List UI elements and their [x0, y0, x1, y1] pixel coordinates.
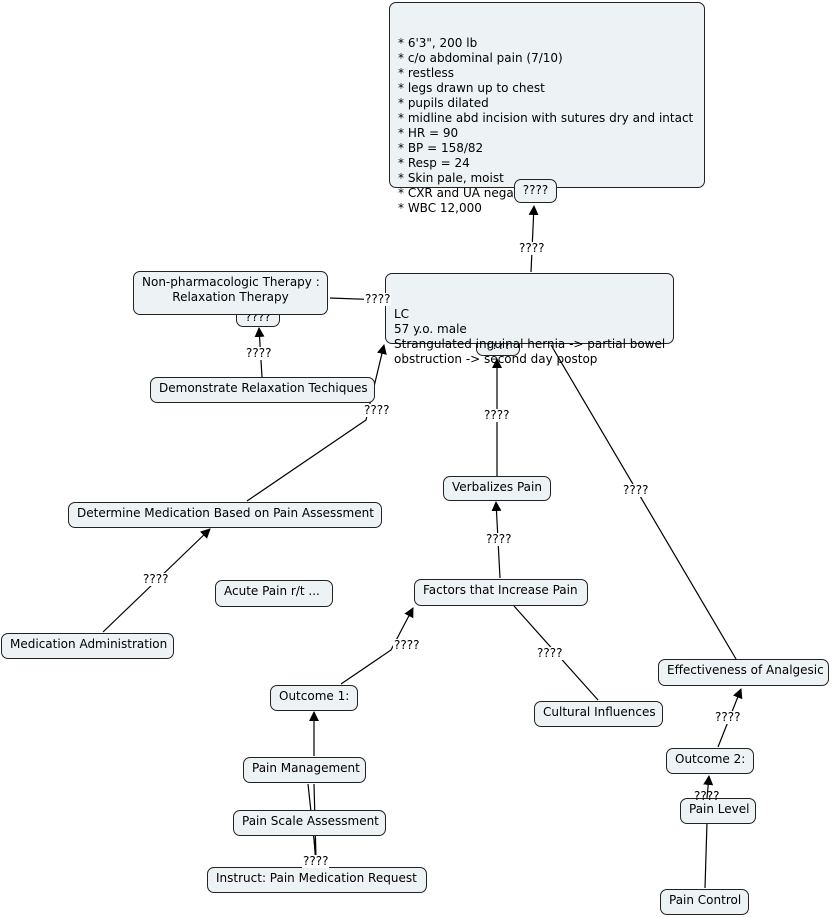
- verbalizes-pain-node[interactable]: Verbalizes Pain: [443, 476, 551, 501]
- assessment-line: * Skin pale, moist: [398, 171, 504, 185]
- link-painlevel-outcome2: [703, 775, 714, 799]
- pain-scale-node[interactable]: Pain Scale Assessment: [233, 810, 386, 836]
- outcome-1-node[interactable]: Outcome 1:: [270, 685, 358, 711]
- link-label-demonstrate-nonpharm: ????: [245, 346, 273, 360]
- link-label-effectiveness-patient: ????: [622, 483, 650, 497]
- outcome-2-node[interactable]: Outcome 2:: [666, 748, 754, 774]
- assessment-node[interactable]: * 6'3", 200 lb* c/o abdominal pain (7/10…: [389, 2, 705, 215]
- pain-management-node[interactable]: Pain Management: [243, 757, 366, 783]
- link-label-patient-assessment: ????: [518, 241, 546, 255]
- link-label-verbalizes-patient: ????: [483, 408, 511, 422]
- acute-pain-node[interactable]: Acute Pain r/t ...: [215, 580, 333, 607]
- assessment-tab[interactable]: ????: [514, 179, 557, 203]
- assessment-line: * 6'3", 200 lb: [398, 36, 478, 50]
- link-label-painlevel-outcome2: ????: [694, 789, 720, 803]
- effectiveness-node[interactable]: Effectiveness of Analgesic: [658, 659, 829, 686]
- link-label-factors-cultural: ????: [536, 646, 564, 660]
- link-effectiveness-patient: [550, 344, 737, 660]
- link-label-instruct: ????: [302, 854, 330, 868]
- assessment-line: * HR = 90: [398, 126, 459, 140]
- patient-line: LC: [394, 307, 410, 321]
- pain-level-node[interactable]: Pain Level: [680, 798, 756, 824]
- patient-line: Strangulated inguinal hernia -> partial …: [394, 337, 666, 351]
- factors-node[interactable]: Factors that Increase Pain: [414, 579, 588, 606]
- assessment-line: * pupils dilated: [398, 96, 489, 110]
- link-label-outcome2-effectiveness: ????: [714, 710, 742, 724]
- link-paincontrol-painlevel: [704, 821, 708, 889]
- link-label-outcome1-factors: ????: [393, 638, 421, 652]
- patient-line: obstruction -> second day postop: [394, 352, 598, 366]
- pain-control-node[interactable]: Pain Control: [660, 889, 749, 915]
- cultural-influences-node[interactable]: Cultural Influences: [534, 701, 663, 727]
- instruct-node[interactable]: Instruct: Pain Medication Request: [207, 867, 427, 893]
- link-label-nonpharm-patient: ????: [364, 292, 392, 306]
- assessment-line: * midline abd incision with sutures dry …: [398, 111, 694, 125]
- assessment-line: * legs drawn up to chest: [398, 81, 545, 95]
- nonpharm-node[interactable]: Non-pharmacologic Therapy : Relaxation T…: [133, 271, 328, 315]
- link-label-factors-verbalizes: ????: [485, 532, 513, 546]
- assessment-lines: * 6'3", 200 lb* c/o abdominal pain (7/10…: [398, 36, 696, 216]
- assessment-line: * WBC 12,000: [398, 201, 482, 215]
- assessment-line: * restless: [398, 66, 455, 80]
- link-determine-patient: [246, 344, 387, 502]
- determine-medication-node[interactable]: Determine Medication Based on Pain Asses…: [68, 502, 382, 528]
- assessment-line: * Resp = 24: [398, 156, 470, 170]
- assessment-line: * BP = 158/82: [398, 141, 484, 155]
- link-patient-assessment: [528, 205, 539, 273]
- link-outcome1-factors: [340, 607, 414, 685]
- link-label-medadmin-determine: ????: [142, 572, 170, 586]
- patient-line: 57 y.o. male: [394, 322, 467, 336]
- link-label-determine-patient: ????: [363, 403, 391, 417]
- demonstrate-node[interactable]: Demonstrate Relaxation Techiques: [150, 377, 375, 403]
- assessment-line: * c/o abdominal pain (7/10): [398, 51, 563, 65]
- medication-administration-node[interactable]: Medication Administration: [1, 633, 174, 659]
